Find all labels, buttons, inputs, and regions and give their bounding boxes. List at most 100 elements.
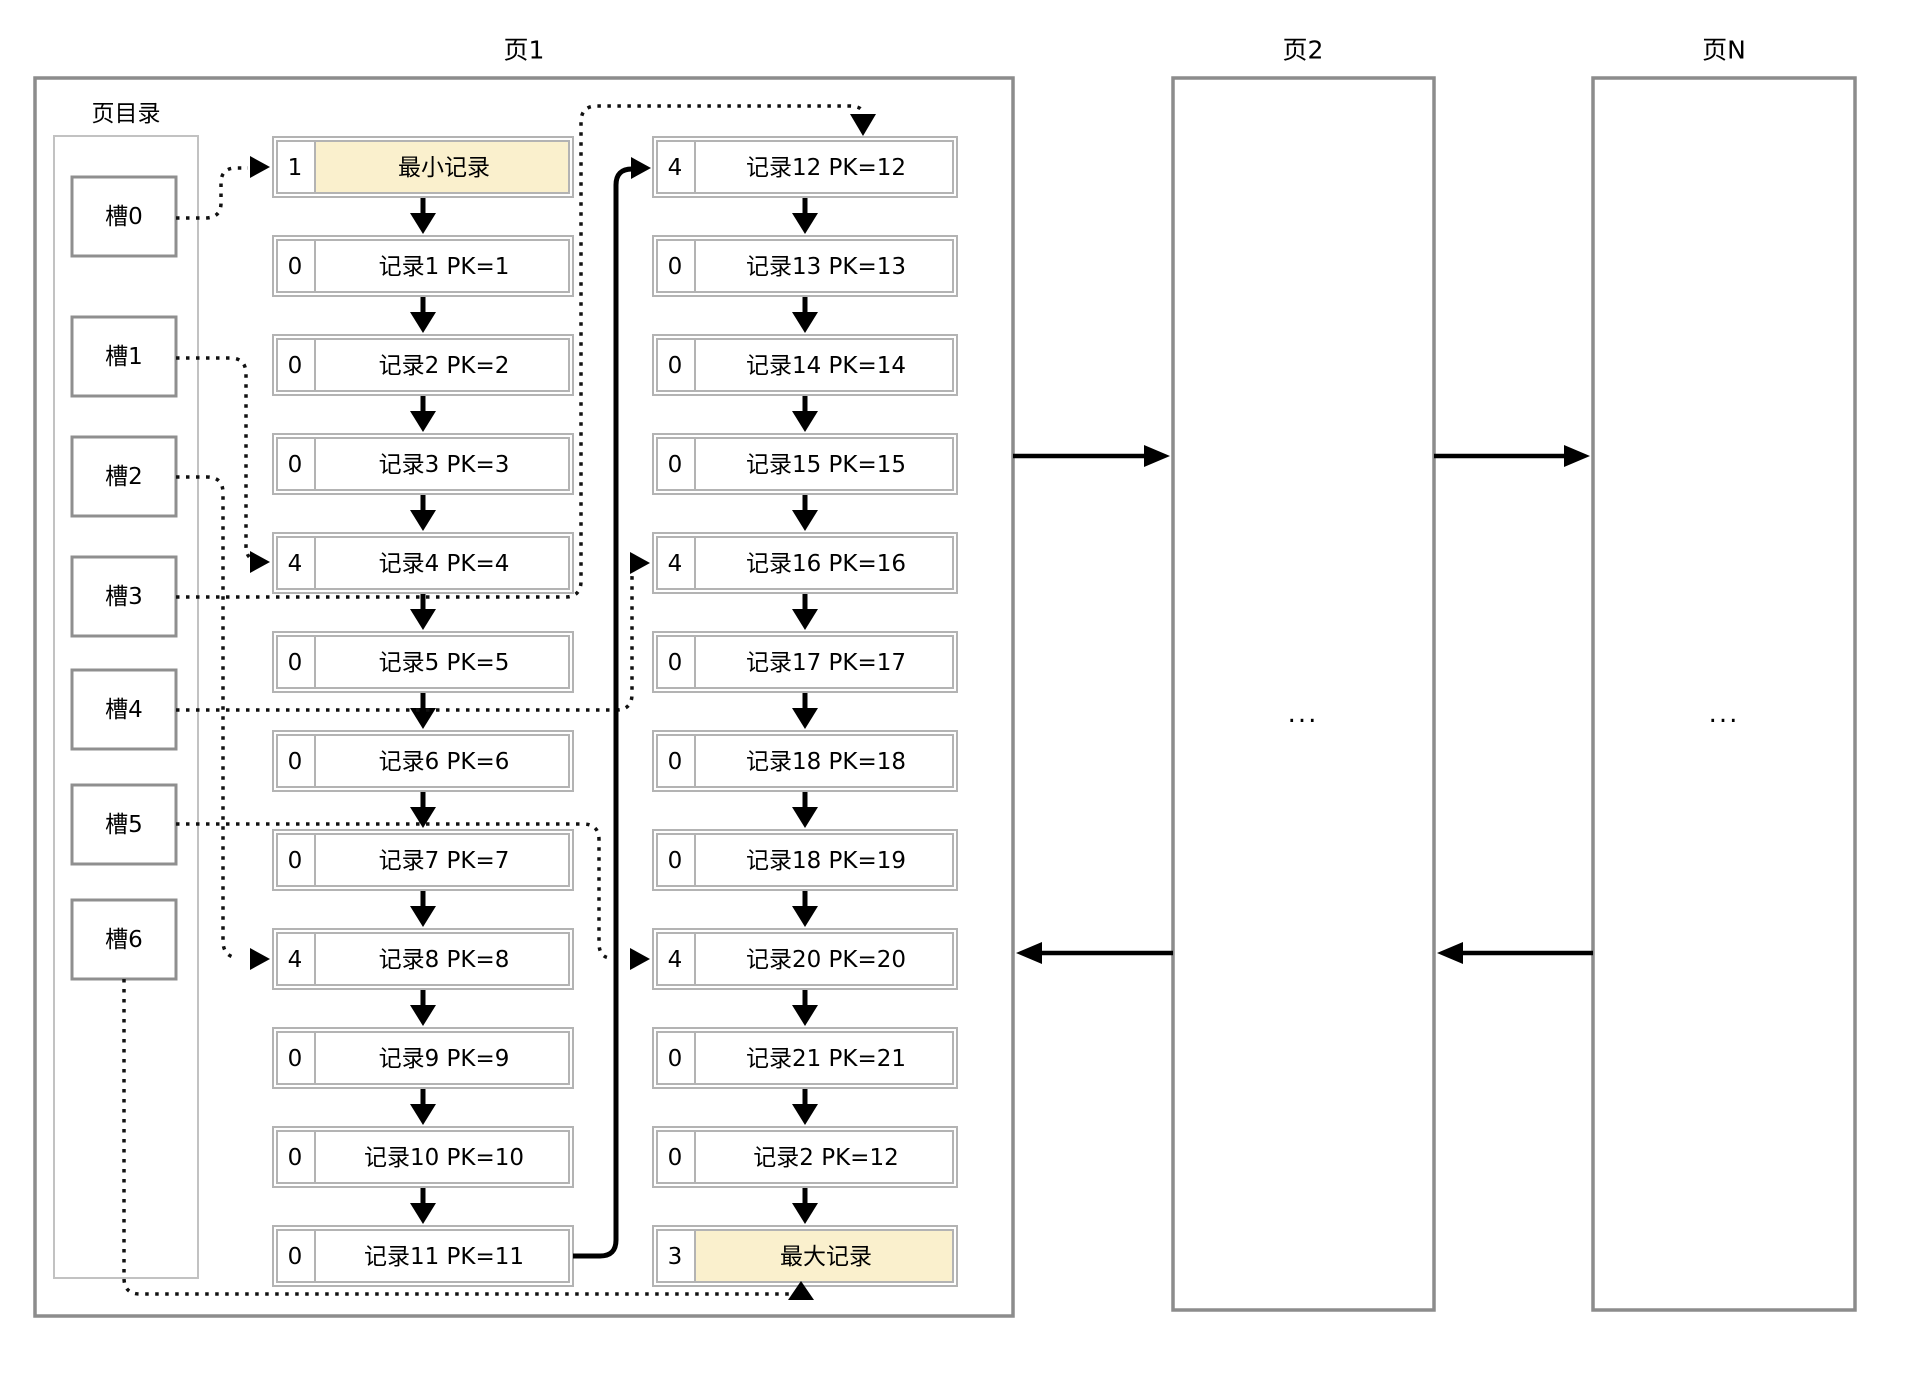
record-link-arrow-right-10 [792,1188,818,1224]
record-label: 记录2 PK=2 [379,353,510,379]
slot-pointer-path [176,104,865,599]
record-main-cell [314,1031,570,1085]
slot-pointer-path [176,822,611,960]
arrow-head [1016,942,1042,964]
record-main-cell [314,140,570,194]
arrow-head [410,708,436,729]
record-link-arrow-right-2 [792,396,818,432]
arrow-head [410,510,436,531]
record-label: 记录17 PK=17 [746,650,906,676]
slot-label: 槽4 [105,697,143,723]
record11-to-record12-connector [573,157,651,1259]
record-main-cell [694,1130,954,1184]
record-main-cell [314,536,570,590]
record-label: 最大记录 [780,1244,872,1270]
record-label: 记录16 PK=16 [746,551,906,577]
arrow-head [792,1104,818,1125]
record-link-arrow-left-8 [410,990,436,1026]
record-n-owned: 0 [668,1145,683,1171]
record-n-owned: 0 [288,254,303,280]
record-label: 记录11 PK=11 [364,1244,524,1270]
slot-2: 槽2 [70,435,178,518]
slot-pointer-6 [122,979,814,1300]
page-n-title: 页N [1702,36,1746,65]
slot-pointer-5 [176,822,650,970]
record-label: 最小记录 [398,155,490,181]
record-n-owned: 0 [288,1145,303,1171]
record-link-arrow-left-3 [410,495,436,531]
record-link-arrow-left-10 [410,1188,436,1224]
record-link-arrow-right-0 [792,198,818,234]
page-1-title: 页1 [504,36,545,65]
arrow-head [410,906,436,927]
slot-5: 槽5 [70,783,178,866]
record-main-cell [694,239,954,293]
record-link-arrow-right-1 [792,297,818,333]
record-n-owned-cell [276,140,316,194]
record-label: 记录15 PK=15 [746,452,906,478]
prev-page-arrow-pagen-page2 [1437,942,1593,964]
arrow-head [410,807,436,828]
arrow-head [410,411,436,432]
record-n-owned-cell [276,635,316,689]
record-main-cell [694,734,954,788]
arrow-head [792,708,818,729]
record-n-owned-cell [656,239,696,293]
arrow-head [792,1005,818,1026]
arrow-head [410,1203,436,1224]
record-n-owned-cell [276,338,316,392]
arrow-head [792,807,818,828]
record-n-owned: 0 [288,650,303,676]
connector-path [573,166,637,1259]
arrow-head [792,1203,818,1224]
record-link-arrow-right-4 [792,594,818,630]
slot-pointer-3 [176,104,876,599]
slot-3: 槽3 [70,555,178,638]
record-link-arrow-right-7 [792,891,818,927]
record-main-cell [694,1229,954,1283]
record-n-owned: 0 [668,353,683,379]
record-link-arrow-left-9 [410,1089,436,1125]
record-link-arrow-left-5 [410,693,436,729]
record-main-cell [314,1130,570,1184]
record-n-owned: 0 [288,1046,303,1072]
slot-pointer-0 [176,156,270,220]
slot-pointer-1 [176,356,270,573]
record-n-owned-cell [656,140,696,194]
slot-pointer-path [176,166,248,220]
record-n-owned: 4 [288,947,303,973]
arrow-head [792,411,818,432]
record-n-owned: 3 [668,1244,683,1270]
slot-6: 槽6 [70,898,178,981]
record-n-owned-cell [276,833,316,887]
record-label: 记录7 PK=7 [379,848,510,874]
record-label: 记录3 PK=3 [379,452,510,478]
arrow-head [792,312,818,333]
record-n-owned-cell [276,734,316,788]
record-n-owned-cell [276,1130,316,1184]
record-label: 记录9 PK=9 [379,1046,510,1072]
record-link-arrow-left-4 [410,594,436,630]
record-main-cell [314,437,570,491]
record-row-left-9: 0 记录9 PK=9 [272,1027,574,1089]
slot-box [70,315,178,398]
record-link-arrow-right-6 [792,792,818,828]
record-main-cell [694,437,954,491]
page-n: 页N ... [1591,36,1857,1312]
record-n-owned-cell [656,833,696,887]
arrow-head [410,1104,436,1125]
arrow-head [792,906,818,927]
record-main-cell [694,932,954,986]
record-label: 记录21 PK=21 [746,1046,906,1072]
record-main-cell [314,833,570,887]
record-n-owned: 4 [668,947,683,973]
